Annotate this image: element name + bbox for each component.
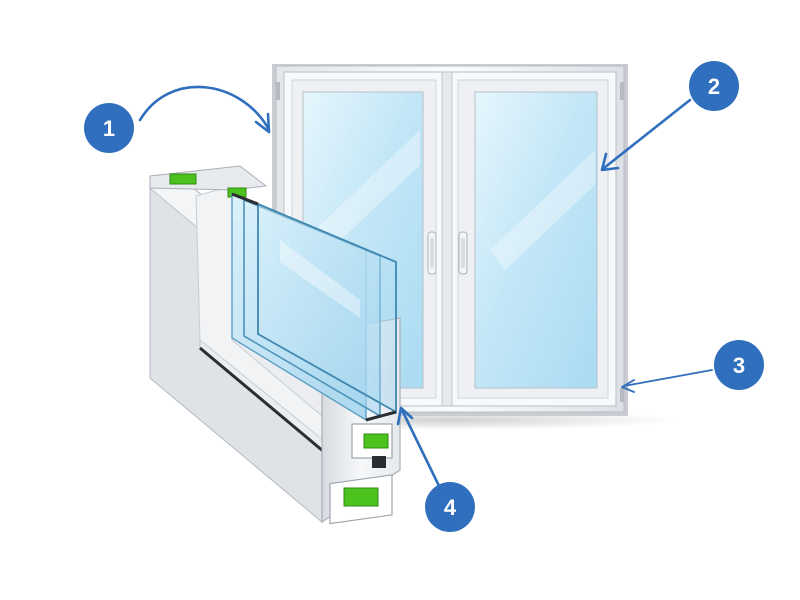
spacer-bar xyxy=(231,192,259,206)
spacer-bar xyxy=(365,410,397,422)
arrow-2 xyxy=(602,98,692,170)
callout-label-2: 2 xyxy=(708,74,720,99)
callout-arrows xyxy=(138,85,713,490)
profile-chamber xyxy=(372,456,386,468)
hinge-top-right xyxy=(620,82,624,100)
callout-badge-4: 4 xyxy=(425,482,475,532)
gasket-green xyxy=(169,173,197,185)
center-mullion xyxy=(441,71,453,407)
callout-badge-2: 2 xyxy=(689,61,739,111)
arrow-2-head xyxy=(600,152,620,172)
arrow-4-head xyxy=(396,406,414,426)
double-glazing xyxy=(231,192,397,422)
hinge-top-left xyxy=(276,82,280,100)
pvc-profile-cross-section xyxy=(148,165,401,525)
arrow-1 xyxy=(138,85,270,130)
callout-label-4: 4 xyxy=(444,495,457,520)
arrow-3 xyxy=(623,369,713,387)
arrow-1-head xyxy=(254,112,271,134)
gasket-green xyxy=(343,487,379,507)
arrow-3-head xyxy=(621,379,635,393)
window-handle-icon xyxy=(458,231,468,275)
arrow-4 xyxy=(400,408,442,490)
right-glass xyxy=(474,91,598,389)
window-handle-icon xyxy=(427,231,437,275)
callout-badge-1: 1 xyxy=(84,103,134,153)
callout-label-1: 1 xyxy=(103,116,115,141)
callout-badge-3: 3 xyxy=(714,340,764,390)
callout-label-3: 3 xyxy=(733,353,745,378)
gasket-green xyxy=(363,433,389,449)
right-sash xyxy=(449,71,617,407)
hinge-bottom-right xyxy=(620,388,624,402)
profile-back-end xyxy=(149,165,268,191)
